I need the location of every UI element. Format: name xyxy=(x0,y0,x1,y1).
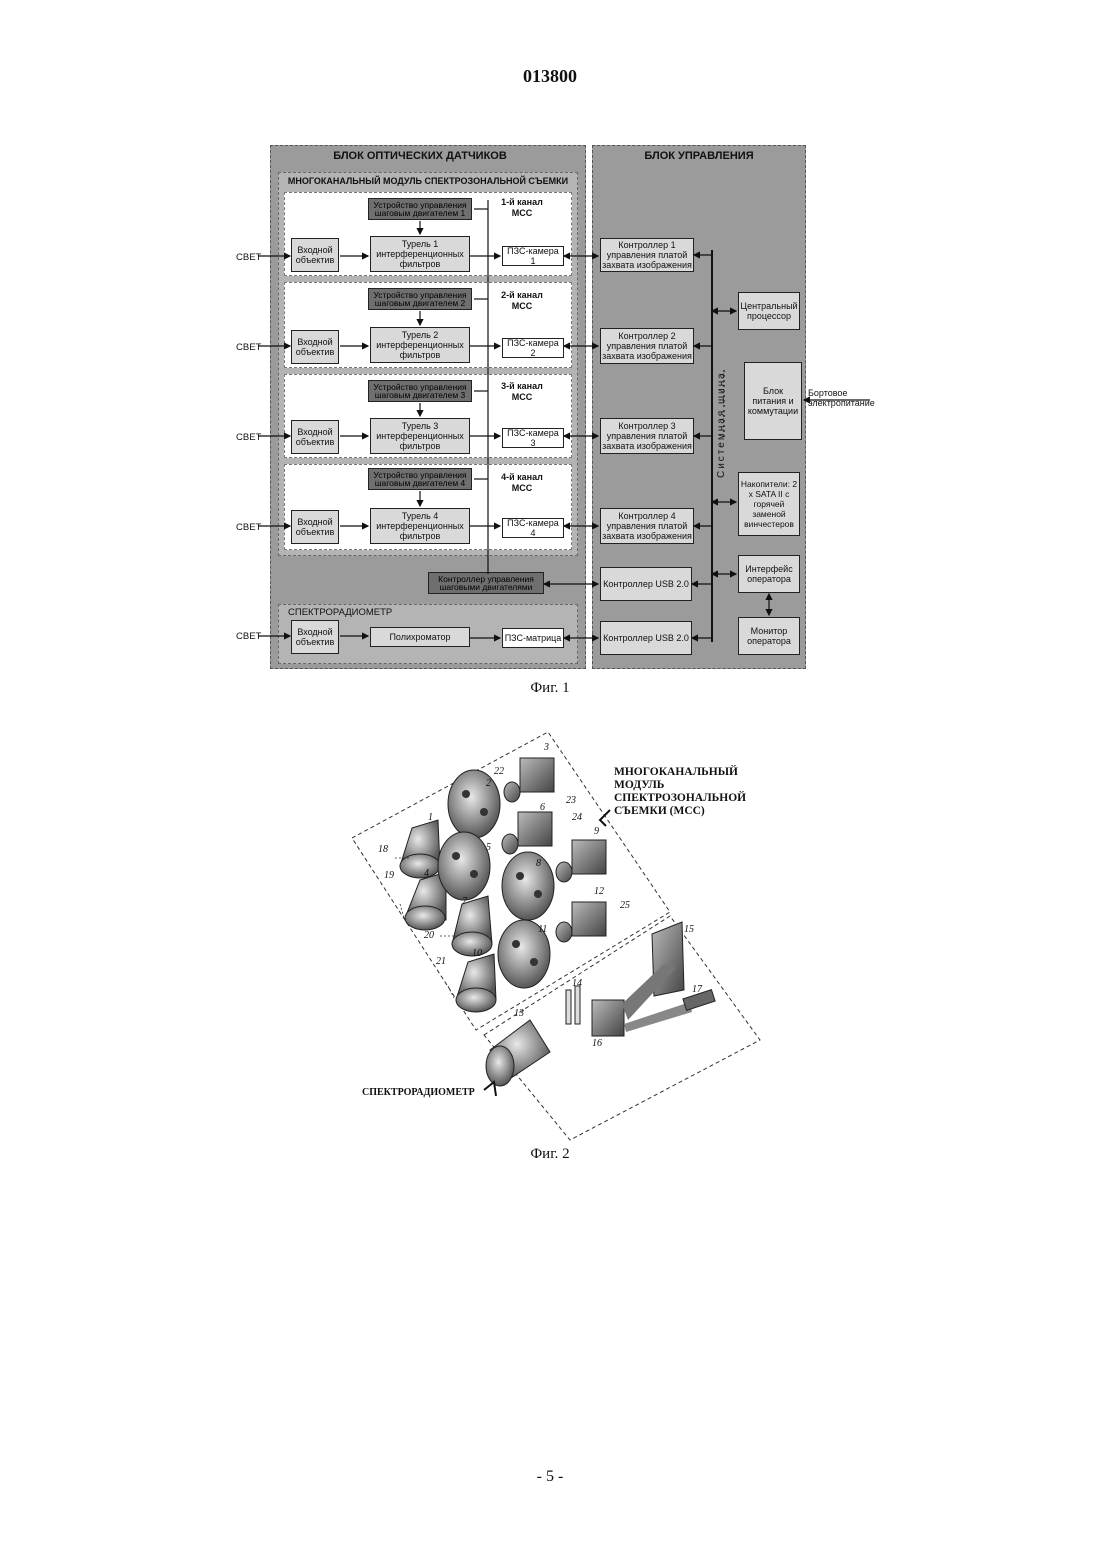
turret-disks xyxy=(438,770,554,988)
ref-25: 25 xyxy=(620,900,630,911)
ref-5: 5 xyxy=(486,842,491,853)
figure-2-caption: Фиг. 2 xyxy=(450,1146,650,1163)
spectro-parts xyxy=(566,922,715,1036)
ref-22: 22 xyxy=(494,766,504,777)
ref-20: 20 xyxy=(424,930,434,941)
ref-18: 18 xyxy=(378,844,388,855)
page-number: - 5 - xyxy=(0,1468,1100,1486)
ref-21: 21 xyxy=(436,956,446,967)
camera-4 xyxy=(572,902,606,936)
ref-15: 15 xyxy=(684,924,694,935)
ref-2: 2 xyxy=(486,778,491,789)
ref-12: 12 xyxy=(594,886,604,897)
ref-13: 13 xyxy=(514,1008,524,1019)
spectroradiometer-label: СПЕКТРОРАДИОМЕТР xyxy=(362,1086,475,1099)
ref-19: 19 xyxy=(384,870,394,881)
ref-23: 23 xyxy=(566,795,576,806)
slit-2 xyxy=(575,986,580,1024)
ref-1: 1 xyxy=(428,812,433,823)
grating-16 xyxy=(592,1000,624,1036)
slit-1 xyxy=(566,990,571,1024)
ref-16: 16 xyxy=(592,1038,602,1049)
ref-4: 4 xyxy=(424,868,429,879)
ref-14: 14 xyxy=(572,978,582,989)
ref-9: 9 xyxy=(594,826,599,837)
ref-6: 6 xyxy=(540,802,545,813)
camera-3 xyxy=(572,840,606,874)
figure-2-drawing xyxy=(0,0,1100,1160)
ref-11: 11 xyxy=(538,924,547,935)
ref-10: 10 xyxy=(472,948,482,959)
camera-1 xyxy=(520,758,554,792)
ref-17: 17 xyxy=(692,984,702,995)
ref-3: 3 xyxy=(544,742,549,753)
turret-disk-3 xyxy=(502,852,554,920)
turret-disk-2 xyxy=(438,832,490,900)
ref-24: 24 xyxy=(572,812,582,823)
turret-disk-1 xyxy=(448,770,500,838)
mss-module-label: МНОГОКАНАЛЬНЫЙ МОДУЛЬ СПЕКТРОЗОНАЛЬНОЙ С… xyxy=(614,766,750,818)
camera-2 xyxy=(518,812,552,846)
ref-8: 8 xyxy=(536,858,541,869)
ref-7: 7 xyxy=(462,896,467,907)
